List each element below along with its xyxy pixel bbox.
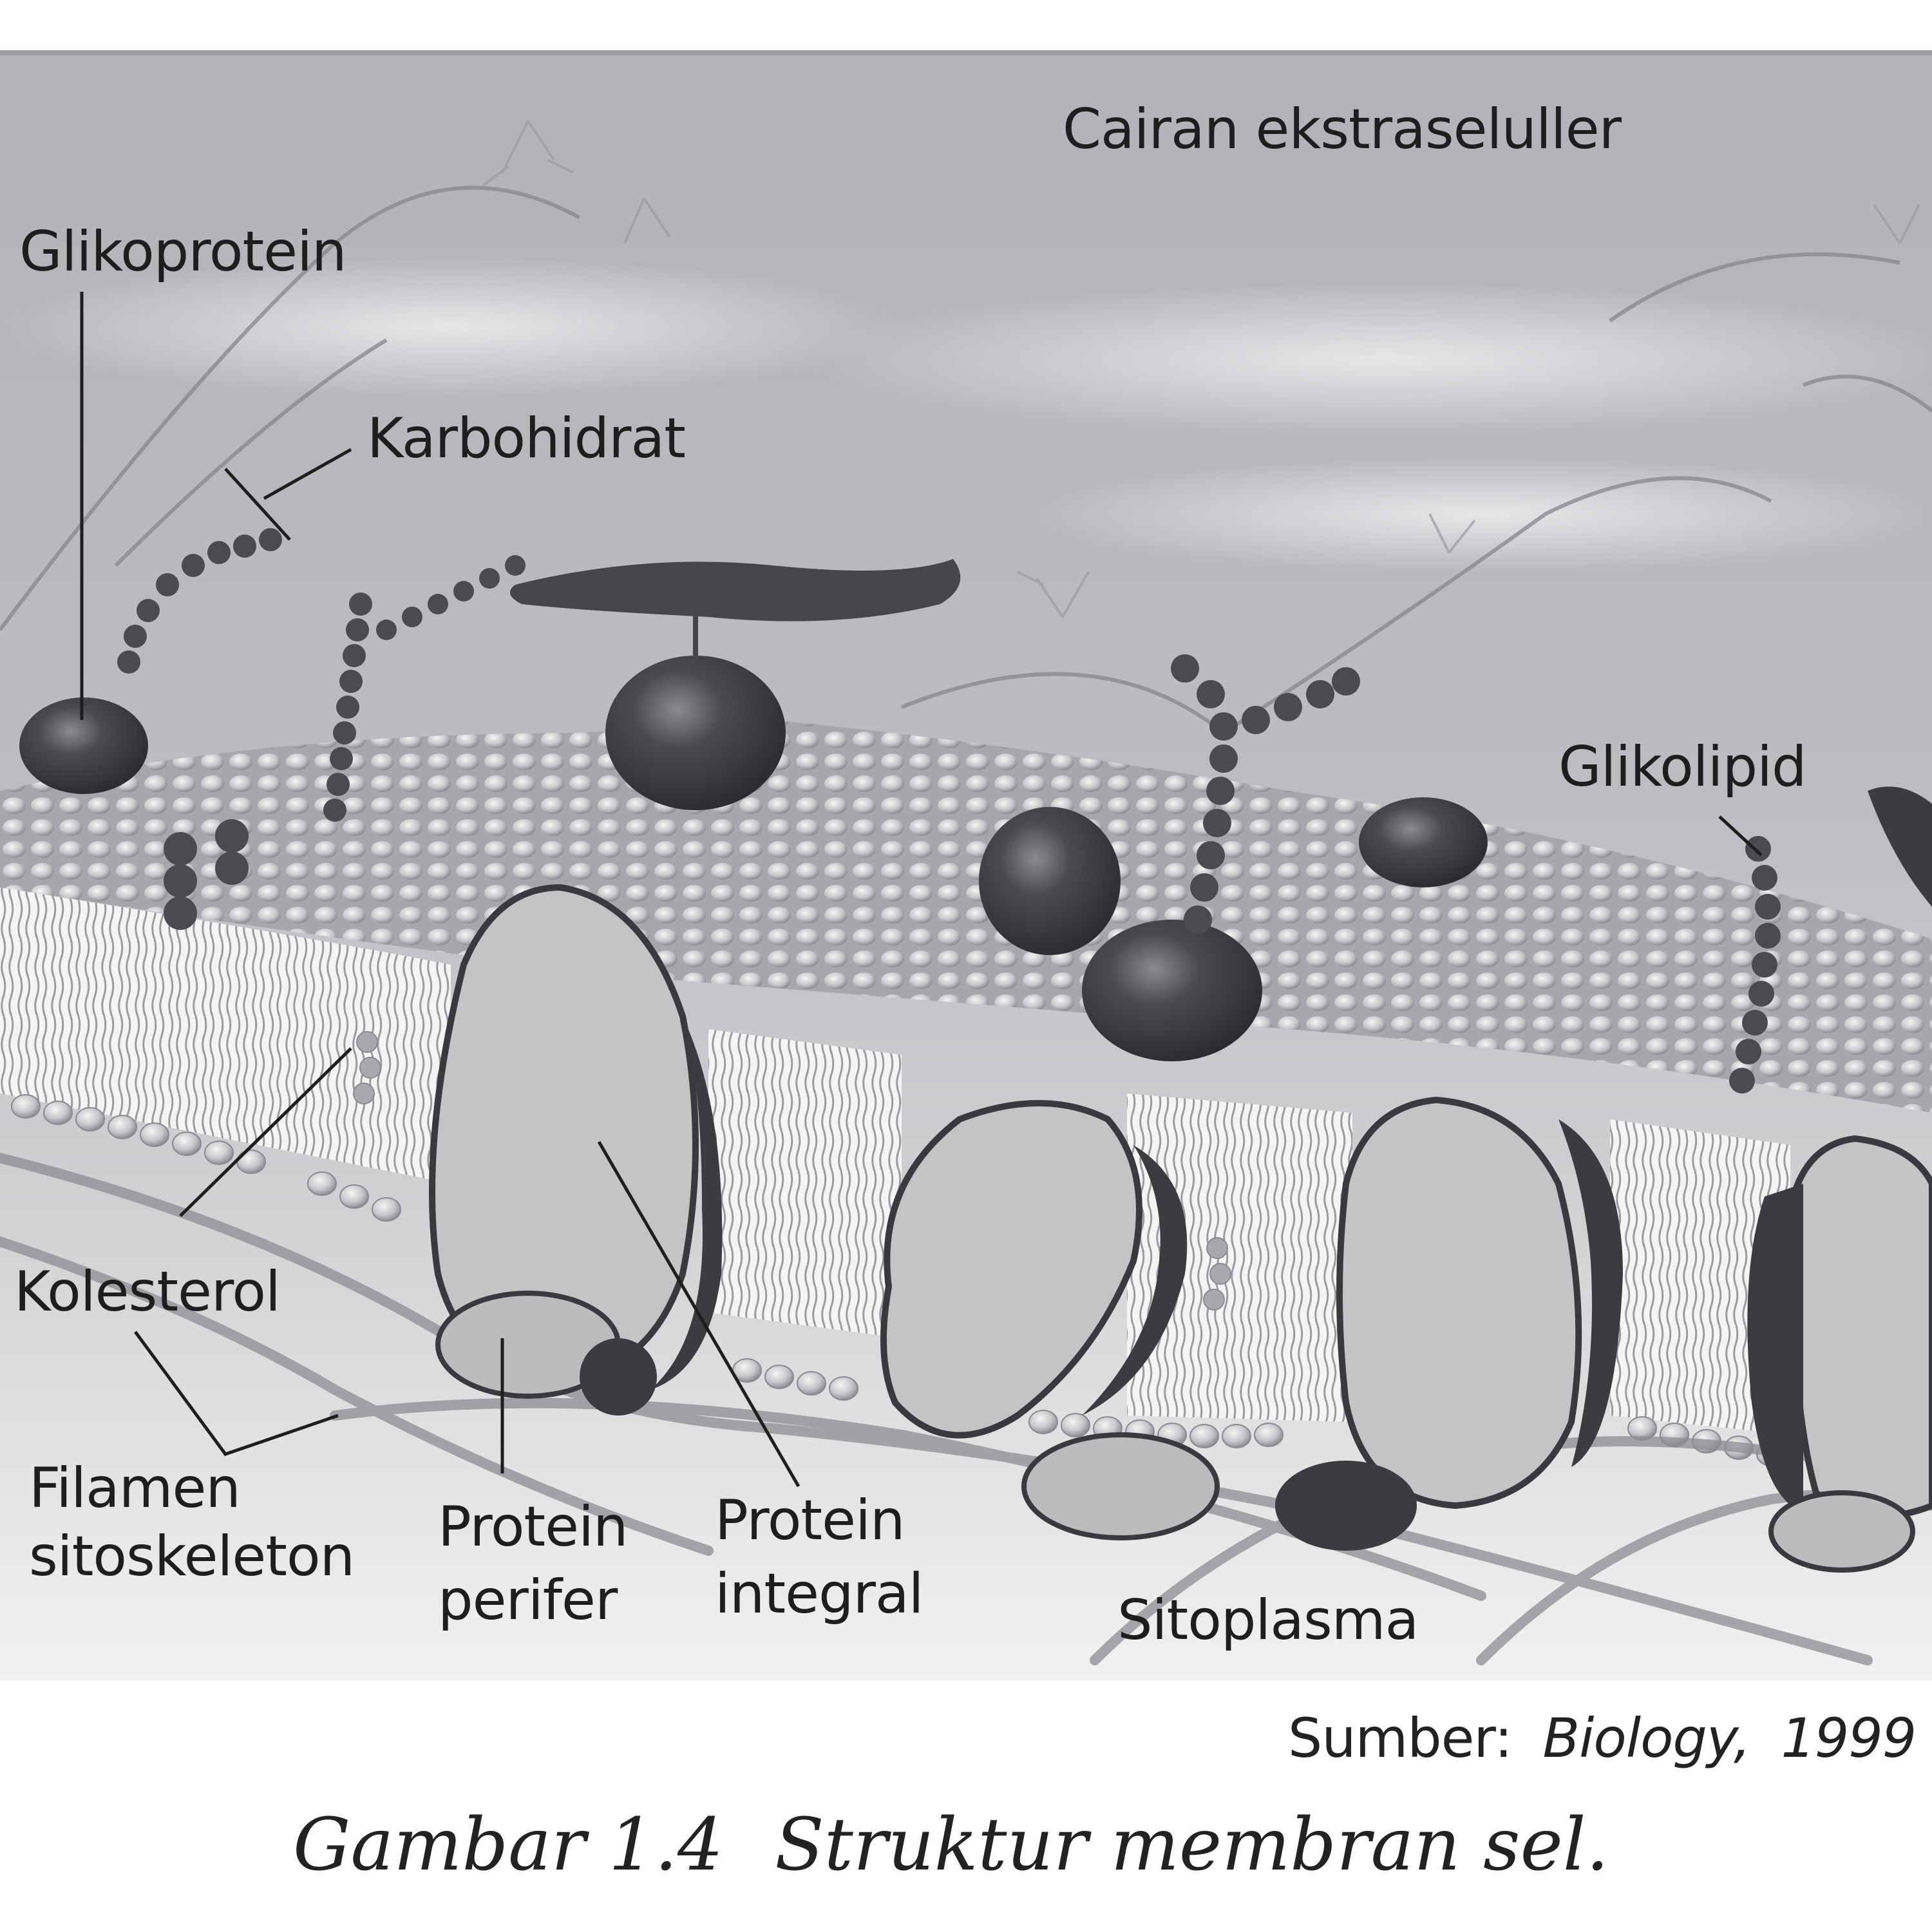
label-cytoskeleton-filament: Filamen sitoskeleton xyxy=(29,1456,355,1589)
label-peripheral-protein: Protein perifer xyxy=(438,1495,628,1633)
membrane-drawing xyxy=(0,50,1932,1681)
label-cholesterol: Kolesterol xyxy=(14,1260,281,1324)
label-extracellular-fluid: Cairan ekstraseluller xyxy=(1063,97,1622,162)
label-glycolipid: Glikolipid xyxy=(1558,735,1807,799)
cell-membrane-illustration: Cairan ekstraseluller Glikoprotein Karbo… xyxy=(0,50,1932,1681)
label-cytoskeleton-line2: sitoskeleton xyxy=(29,1524,355,1589)
source-credit: Sumber: Biology, 1999 xyxy=(1288,1707,1917,1770)
label-integral-protein: Protein integral xyxy=(715,1488,924,1626)
caption-number: Gambar 1.4 xyxy=(293,1803,724,1887)
label-integral-line2: integral xyxy=(715,1562,924,1626)
source-year: 1999 xyxy=(1781,1707,1917,1770)
caption-text: Struktur membran sel. xyxy=(775,1803,1609,1887)
figure-caption: Gambar 1.4 Struktur membran sel. xyxy=(293,1803,1609,1887)
source-prefix: Sumber: xyxy=(1288,1707,1513,1770)
label-glycoprotein: Glikoprotein xyxy=(19,220,346,284)
label-integral-line1: Protein xyxy=(715,1488,905,1553)
label-carbohydrate: Karbohidrat xyxy=(367,406,686,471)
label-cytoplasm: Sitoplasma xyxy=(1117,1588,1419,1653)
source-title: Biology, xyxy=(1542,1707,1750,1770)
label-cytoskeleton-line1: Filamen xyxy=(29,1456,241,1520)
label-peripheral-line1: Protein xyxy=(438,1495,628,1559)
label-peripheral-line2: perifer xyxy=(438,1568,618,1633)
